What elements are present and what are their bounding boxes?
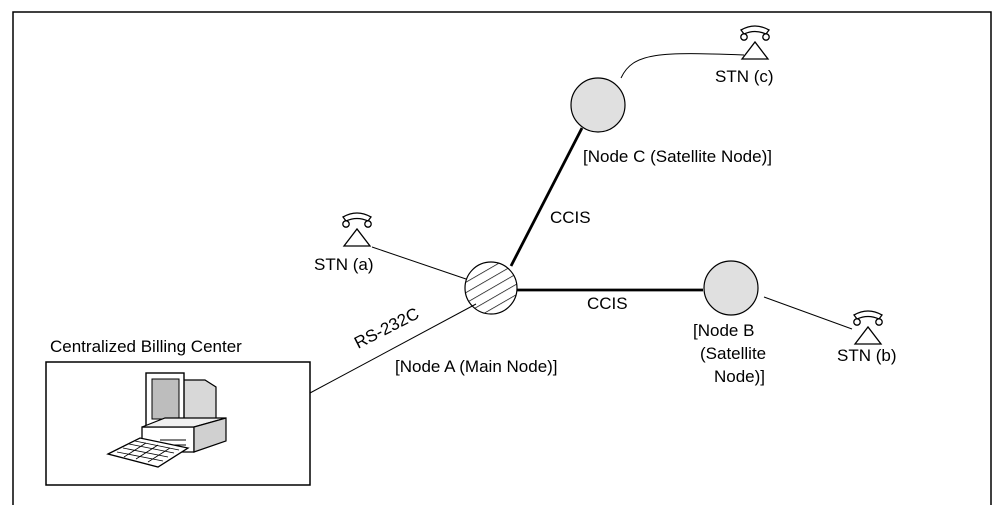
rs232-link xyxy=(309,303,477,394)
stn-a-link xyxy=(371,246,467,280)
stn-b-link xyxy=(763,296,853,330)
ccis-label-c: CCIS xyxy=(550,208,591,227)
stn-b-label: STN (b) xyxy=(837,346,897,365)
node-c-label: [Node C (Satellite Node)] xyxy=(583,147,772,166)
ccis-link-c xyxy=(509,127,584,267)
stn-a-label: STN (a) xyxy=(314,255,374,274)
billing-center-label: Centralized Billing Center xyxy=(50,337,242,356)
telephone-icon xyxy=(342,212,372,247)
node-b-satellite xyxy=(703,260,759,316)
node-c-satellite xyxy=(570,77,626,133)
stn-c-label: STN (c) xyxy=(715,67,774,86)
node-a-label: [Node A (Main Node)] xyxy=(395,357,558,376)
computer-icon xyxy=(106,372,227,468)
node-b-label-line: Node)] xyxy=(714,367,765,386)
node-b-label: [Node B (Satellite Node)] xyxy=(693,321,771,386)
node-a-main xyxy=(464,261,518,315)
telephone-icon xyxy=(853,310,883,345)
node-b-label-line: (Satellite xyxy=(700,344,766,363)
telephone-icon xyxy=(740,25,770,60)
ccis-label-b: CCIS xyxy=(587,294,628,313)
stn-c-link xyxy=(620,53,745,79)
diagram-frame xyxy=(12,11,992,505)
rs232-label: RS-232C xyxy=(351,304,422,353)
node-b-label-line: [Node B xyxy=(693,321,754,340)
